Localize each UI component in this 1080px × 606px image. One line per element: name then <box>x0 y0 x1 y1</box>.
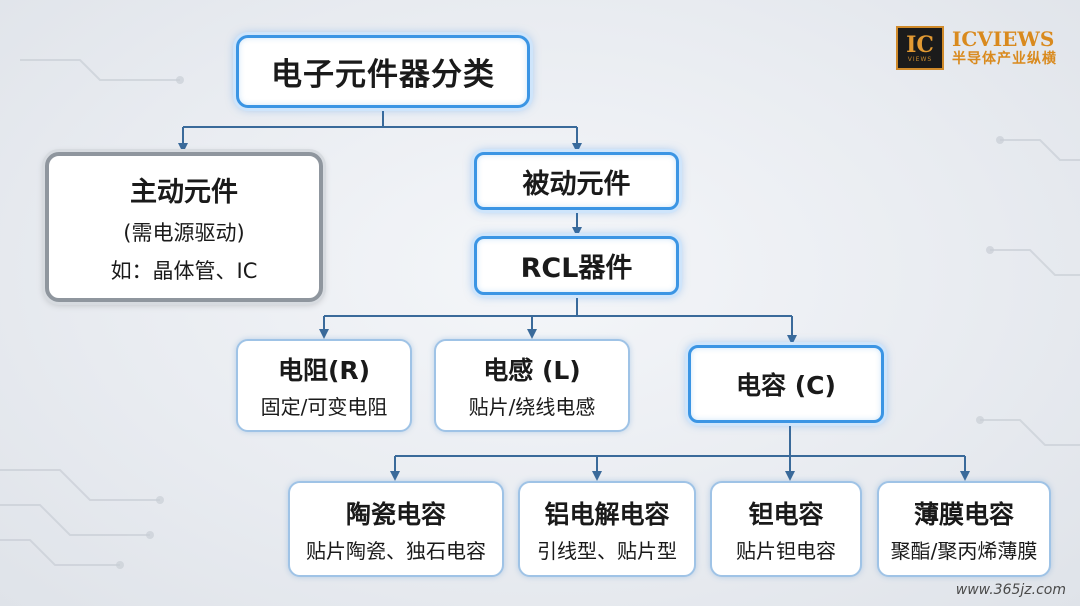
node-active-components: 主动元件 (需电源驱动) 如：晶体管、IC <box>45 152 323 302</box>
logo-text: ICVIEWS 半导体产业纵横 <box>952 28 1057 68</box>
ceramic-title: 陶瓷电容 <box>345 499 446 529</box>
node-ceramic-capacitor: 陶瓷电容 贴片陶瓷、独石电容 <box>288 481 504 577</box>
logo-name: ICVIEWS <box>952 27 1055 51</box>
aluminum-title: 铝电解电容 <box>544 499 670 529</box>
node-passive-components: 被动元件 <box>474 152 679 210</box>
node-tantalum-capacitor: 钽电容 贴片钽电容 <box>710 481 862 577</box>
inductor-desc: 贴片/绕线电感 <box>468 395 596 419</box>
logo-mark-subtext: VIEWS <box>907 55 933 63</box>
node-resistor: 电阻(R) 固定/可变电阻 <box>236 339 412 432</box>
active-title: 主动元件 <box>130 176 238 208</box>
watermark-text: www.365jz.com <box>955 582 1066 598</box>
logo-subtitle: 半导体产业纵横 <box>952 51 1057 67</box>
node-root: 电子元件器分类 <box>236 35 530 108</box>
film-title: 薄膜电容 <box>913 499 1014 529</box>
tantalum-desc: 贴片钽电容 <box>736 538 836 563</box>
film-desc: 聚酯/聚丙烯薄膜 <box>890 538 1038 563</box>
passive-label: 被动元件 <box>522 168 631 200</box>
node-root-label: 电子元件器分类 <box>271 57 495 93</box>
icviews-logo: IC VIEWS ICVIEWS 半导体产业纵横 <box>896 26 1057 70</box>
node-film-capacitor: 薄膜电容 聚酯/聚丙烯薄膜 <box>877 481 1051 577</box>
resistor-desc: 固定/可变电阻 <box>260 395 388 419</box>
rcl-label: RCL器件 <box>520 253 633 284</box>
aluminum-desc: 引线型、贴片型 <box>537 538 677 563</box>
active-example: 如：晶体管、IC <box>110 258 258 283</box>
active-note: (需电源驱动) <box>123 220 245 245</box>
resistor-title: 电阻(R) <box>277 356 371 385</box>
node-rcl: RCL器件 <box>474 236 679 295</box>
ceramic-desc: 贴片陶瓷、独石电容 <box>306 538 486 563</box>
logo-mark-text: IC <box>906 31 934 58</box>
logo-mark: IC VIEWS <box>896 26 944 70</box>
node-aluminum-capacitor: 铝电解电容 引线型、贴片型 <box>518 481 696 577</box>
node-capacitor: 电容 (C) <box>688 345 884 423</box>
inductor-title: 电感 (L) <box>483 356 581 385</box>
tantalum-title: 钽电容 <box>748 499 824 529</box>
capacitor-title: 电容 (C) <box>736 371 836 400</box>
node-inductor: 电感 (L) 贴片/绕线电感 <box>434 339 630 432</box>
